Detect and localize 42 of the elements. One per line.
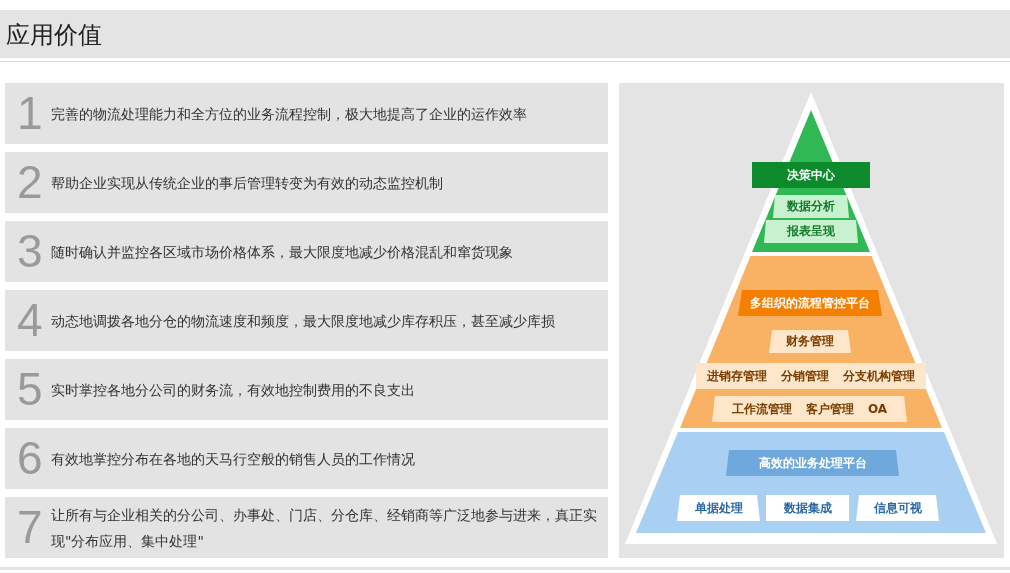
module-label: 工作流管理	[731, 400, 792, 418]
module-label: 分销管理	[781, 367, 829, 385]
item-number: 6	[17, 434, 43, 481]
item-number: 1	[17, 89, 43, 136]
module-label: 客户管理	[805, 400, 854, 418]
list-row	[5, 152, 608, 213]
item-text: 让所有与企业相关的分公司、办事处、门店、分仓库、经销商等广泛地参与进来，真正实现"分布应用、集中处理"	[51, 505, 598, 551]
tier-label: 报表呈现	[764, 220, 858, 243]
item-text: 有效地掌控分布在各地的天马行空般的销售人员的工作情况	[51, 449, 416, 469]
list-row	[5, 497, 608, 558]
tier-label: 财务管理	[769, 330, 851, 353]
item-text: 随时确认并监控各区域市场价格体系，最大限度地减少价格混乱和窜货现象	[51, 242, 514, 262]
item-number: 7	[17, 503, 43, 550]
tier-label: 数据分析	[773, 195, 849, 218]
list-row	[5, 290, 608, 351]
list-row	[5, 83, 608, 144]
tier-label: 数据集成	[766, 495, 849, 521]
tier-label: 决策中心	[752, 162, 870, 188]
pyramid-tier	[752, 110, 870, 252]
pyramid-tier	[636, 432, 986, 533]
item-number: 5	[17, 365, 43, 412]
tier-label: 单据处理	[677, 495, 760, 521]
item-text: 帮助企业实现从传统企业的事后管理转变为有效的动态监控机制	[51, 173, 444, 193]
list-row	[5, 428, 608, 489]
tier-label: 多组织的流程管控平台	[738, 290, 882, 316]
item-text: 实时掌控各地分公司的财务流，有效地控制费用的不良支出	[51, 380, 416, 400]
item-number: 2	[17, 158, 43, 205]
pyramid-tier	[680, 256, 942, 428]
item-text: 动态地调拨各地分仓的物流速度和频度，最大限度地减少库存积压，甚至减少库损	[51, 311, 556, 331]
item-number: 3	[17, 227, 43, 274]
tier-label: 高效的业务处理平台	[726, 450, 899, 476]
item-text: 完善的物流处理能力和全方位的业务流程控制，极大地提高了企业的运作效率	[51, 104, 528, 124]
item-number: 4	[17, 296, 43, 343]
module-label: OA	[867, 402, 888, 416]
module-label: 进销存管理	[707, 367, 767, 385]
module-label: 分支机构管理	[843, 367, 915, 385]
list-row	[5, 359, 608, 420]
label-strip	[712, 396, 907, 422]
list-row	[5, 221, 608, 282]
page-title: 应用价值	[6, 20, 102, 51]
tier-label: 信息可视	[856, 495, 939, 521]
label-strip	[696, 363, 926, 389]
